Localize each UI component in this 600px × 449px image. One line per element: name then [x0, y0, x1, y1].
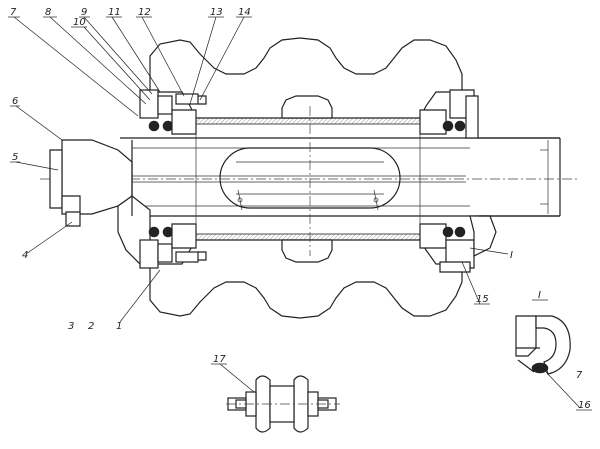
label-5: 5 [12, 152, 18, 163]
label-7: 7 [10, 7, 17, 18]
left-end-cap [49, 139, 151, 265]
oil-cavity [219, 106, 401, 256]
label-1: 1 [116, 321, 122, 332]
label-15: 15 [476, 294, 489, 305]
roller-body-lower [149, 239, 463, 319]
part-labels: 7 8 9 10 11 12 13 14 6 5 4 3 2 1 15 I [8, 7, 513, 332]
label-3: 3 [68, 321, 74, 332]
label-section-I: I [510, 250, 513, 261]
label-11: 11 [108, 7, 121, 18]
left-bearing-lower [139, 223, 207, 269]
label-13: 13 [210, 7, 223, 18]
roller-overview-17: 17 [211, 354, 340, 433]
label-10: 10 [73, 17, 86, 28]
label-9: 9 [81, 7, 87, 18]
leader-lines [13, 16, 509, 323]
right-shaft-end [478, 137, 560, 217]
label-4: 4 [22, 250, 28, 261]
right-bearing-lower [419, 215, 497, 273]
label-8: 8 [45, 7, 51, 18]
label-6: 6 [12, 96, 18, 107]
roller-body-upper [149, 37, 463, 119]
detail-I: I 7 16 [515, 290, 592, 411]
label-12: 12 [138, 7, 151, 18]
label-14: 14 [238, 7, 251, 18]
label-detail-7: 7 [576, 370, 583, 381]
label-2: 2 [88, 321, 94, 332]
label-17: 17 [213, 354, 226, 365]
label-16: 16 [578, 400, 591, 411]
label-detail-I: I [538, 290, 541, 301]
left-bearing-upper [139, 89, 207, 135]
